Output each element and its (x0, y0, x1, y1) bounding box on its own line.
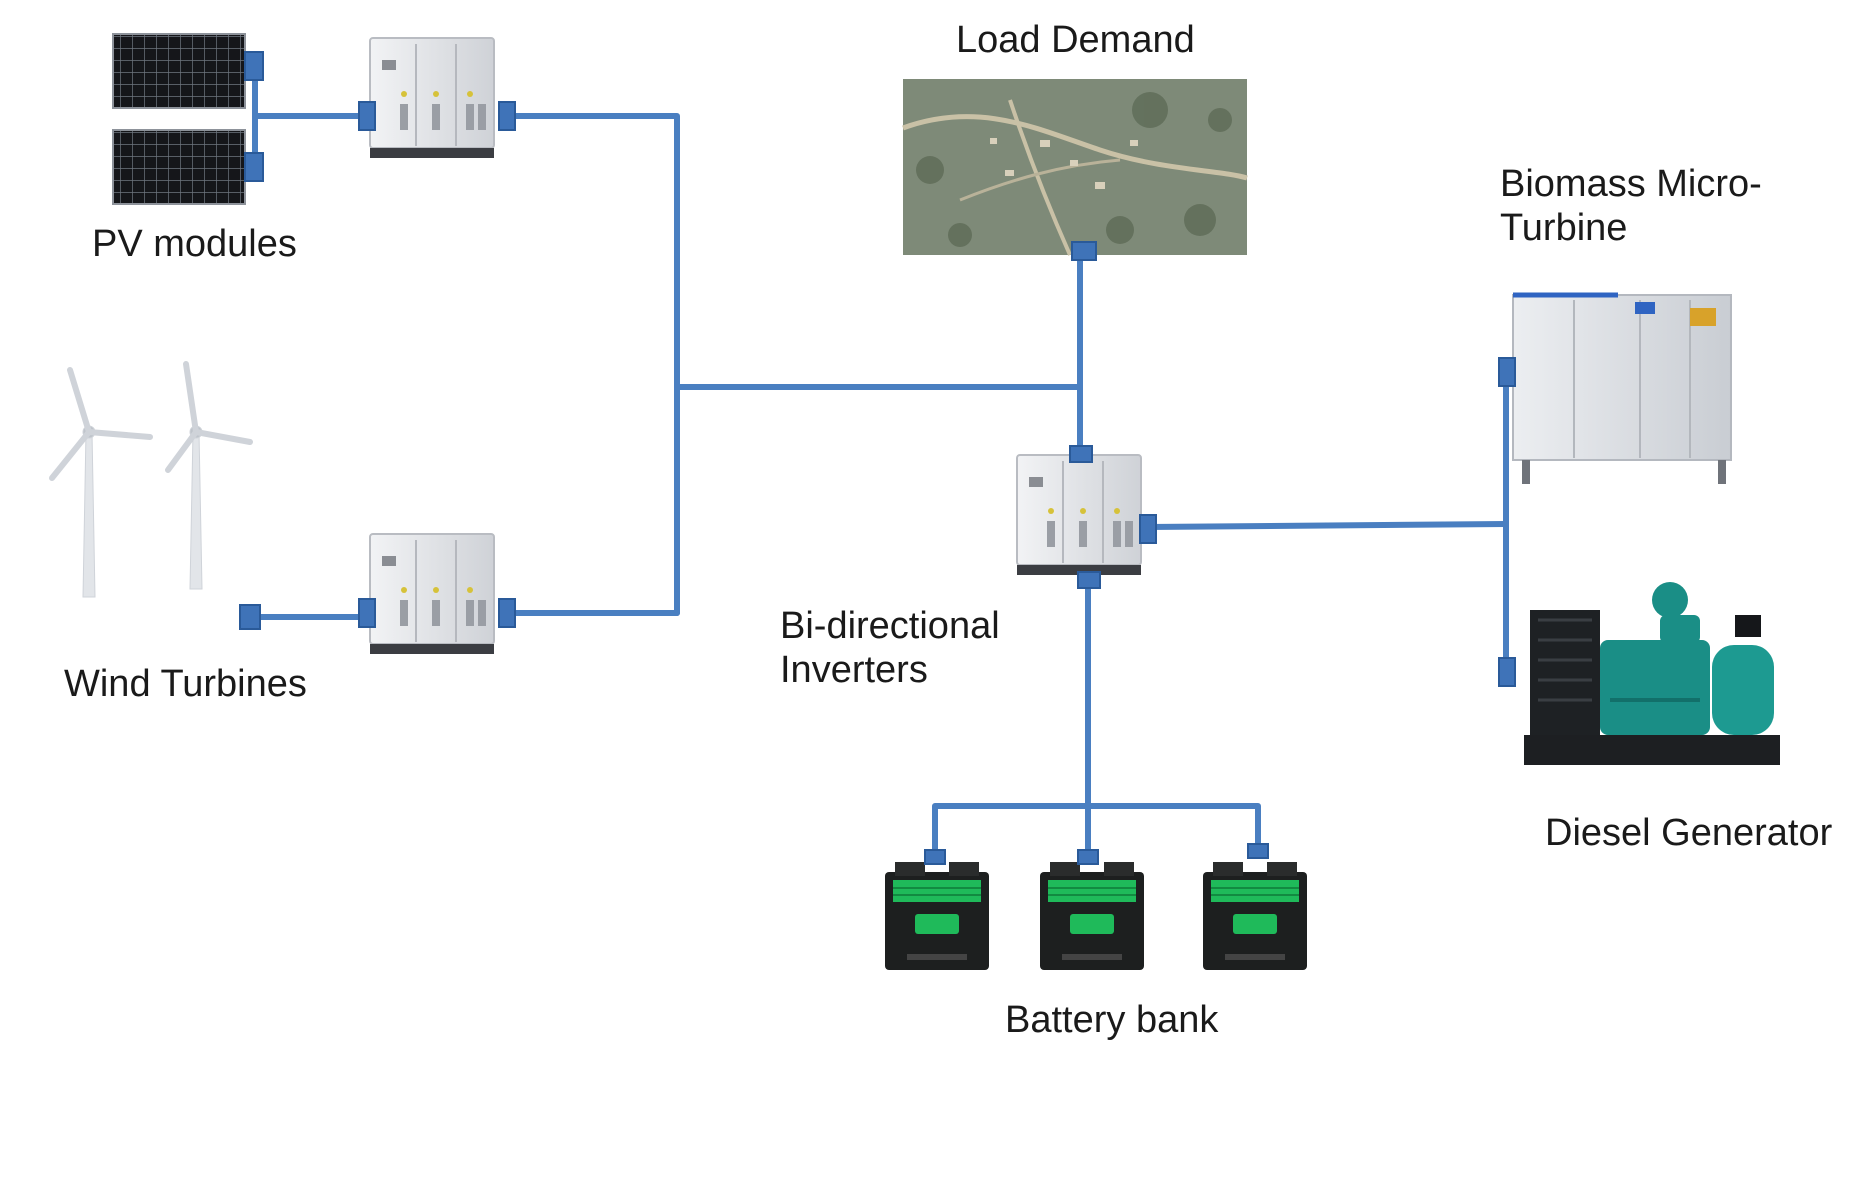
diesel-generator-label: Diesel Generator (1545, 812, 1833, 854)
pv-modules-label: PV modules (92, 223, 297, 265)
battery-icon (1202, 861, 1308, 971)
pv-inverter-output-line (503, 113, 680, 616)
load-demand-map (902, 79, 1248, 261)
bus-lines (246, 63, 1509, 859)
microgrid-horizontal-line (1145, 521, 1509, 530)
wind-turbine-icon (165, 361, 253, 590)
battery-bank (884, 843, 1308, 971)
connector-icon (498, 598, 516, 628)
connector-icon (1071, 241, 1097, 261)
inverters-label-line1: Bi-directional (780, 605, 1000, 647)
load-demand-label: Load Demand (956, 19, 1195, 61)
wind-inverter (358, 533, 516, 655)
connector-icon (239, 604, 261, 630)
connector-icon (1247, 843, 1269, 859)
biomass-label-line2: Turbine (1500, 207, 1628, 249)
microturbine-icon (1512, 292, 1732, 484)
connector-icon (358, 101, 376, 131)
pv-modules (112, 33, 264, 205)
connector-icon (1139, 514, 1157, 544)
battery-icon (1039, 861, 1145, 971)
connector-icon (1077, 571, 1101, 589)
connector-icon (498, 101, 516, 131)
wind-turbines-label: Wind Turbines (64, 663, 307, 705)
solar-panel-icon (112, 33, 246, 109)
inverters-label-line2: Inverters (780, 649, 928, 691)
connector-icon (358, 598, 376, 628)
connector-icon (244, 51, 264, 81)
wind-turbine-icon (49, 367, 153, 598)
wind-turbines (49, 361, 261, 630)
solar-panel-icon (112, 129, 246, 205)
pv-panel-link-line (252, 63, 369, 172)
connector-icon (1077, 849, 1099, 865)
diesel-generator (1498, 582, 1780, 765)
connector-icon (1069, 445, 1093, 463)
battery-icon (884, 861, 990, 971)
biomass-microturbine (1498, 292, 1732, 484)
connector-icon (244, 152, 264, 182)
biomass-label-line1: Biomass Micro- (1500, 163, 1762, 205)
connector-icon (924, 849, 946, 865)
bidirectional-inverter (1016, 445, 1157, 589)
battery-distribution-line (932, 803, 1261, 859)
pv-inverter (358, 37, 516, 159)
connector-icon (1498, 657, 1516, 687)
connector-icon (1498, 357, 1516, 387)
battery-bank-label: Battery bank (1005, 999, 1219, 1041)
diesel-generator-icon (1524, 582, 1780, 765)
